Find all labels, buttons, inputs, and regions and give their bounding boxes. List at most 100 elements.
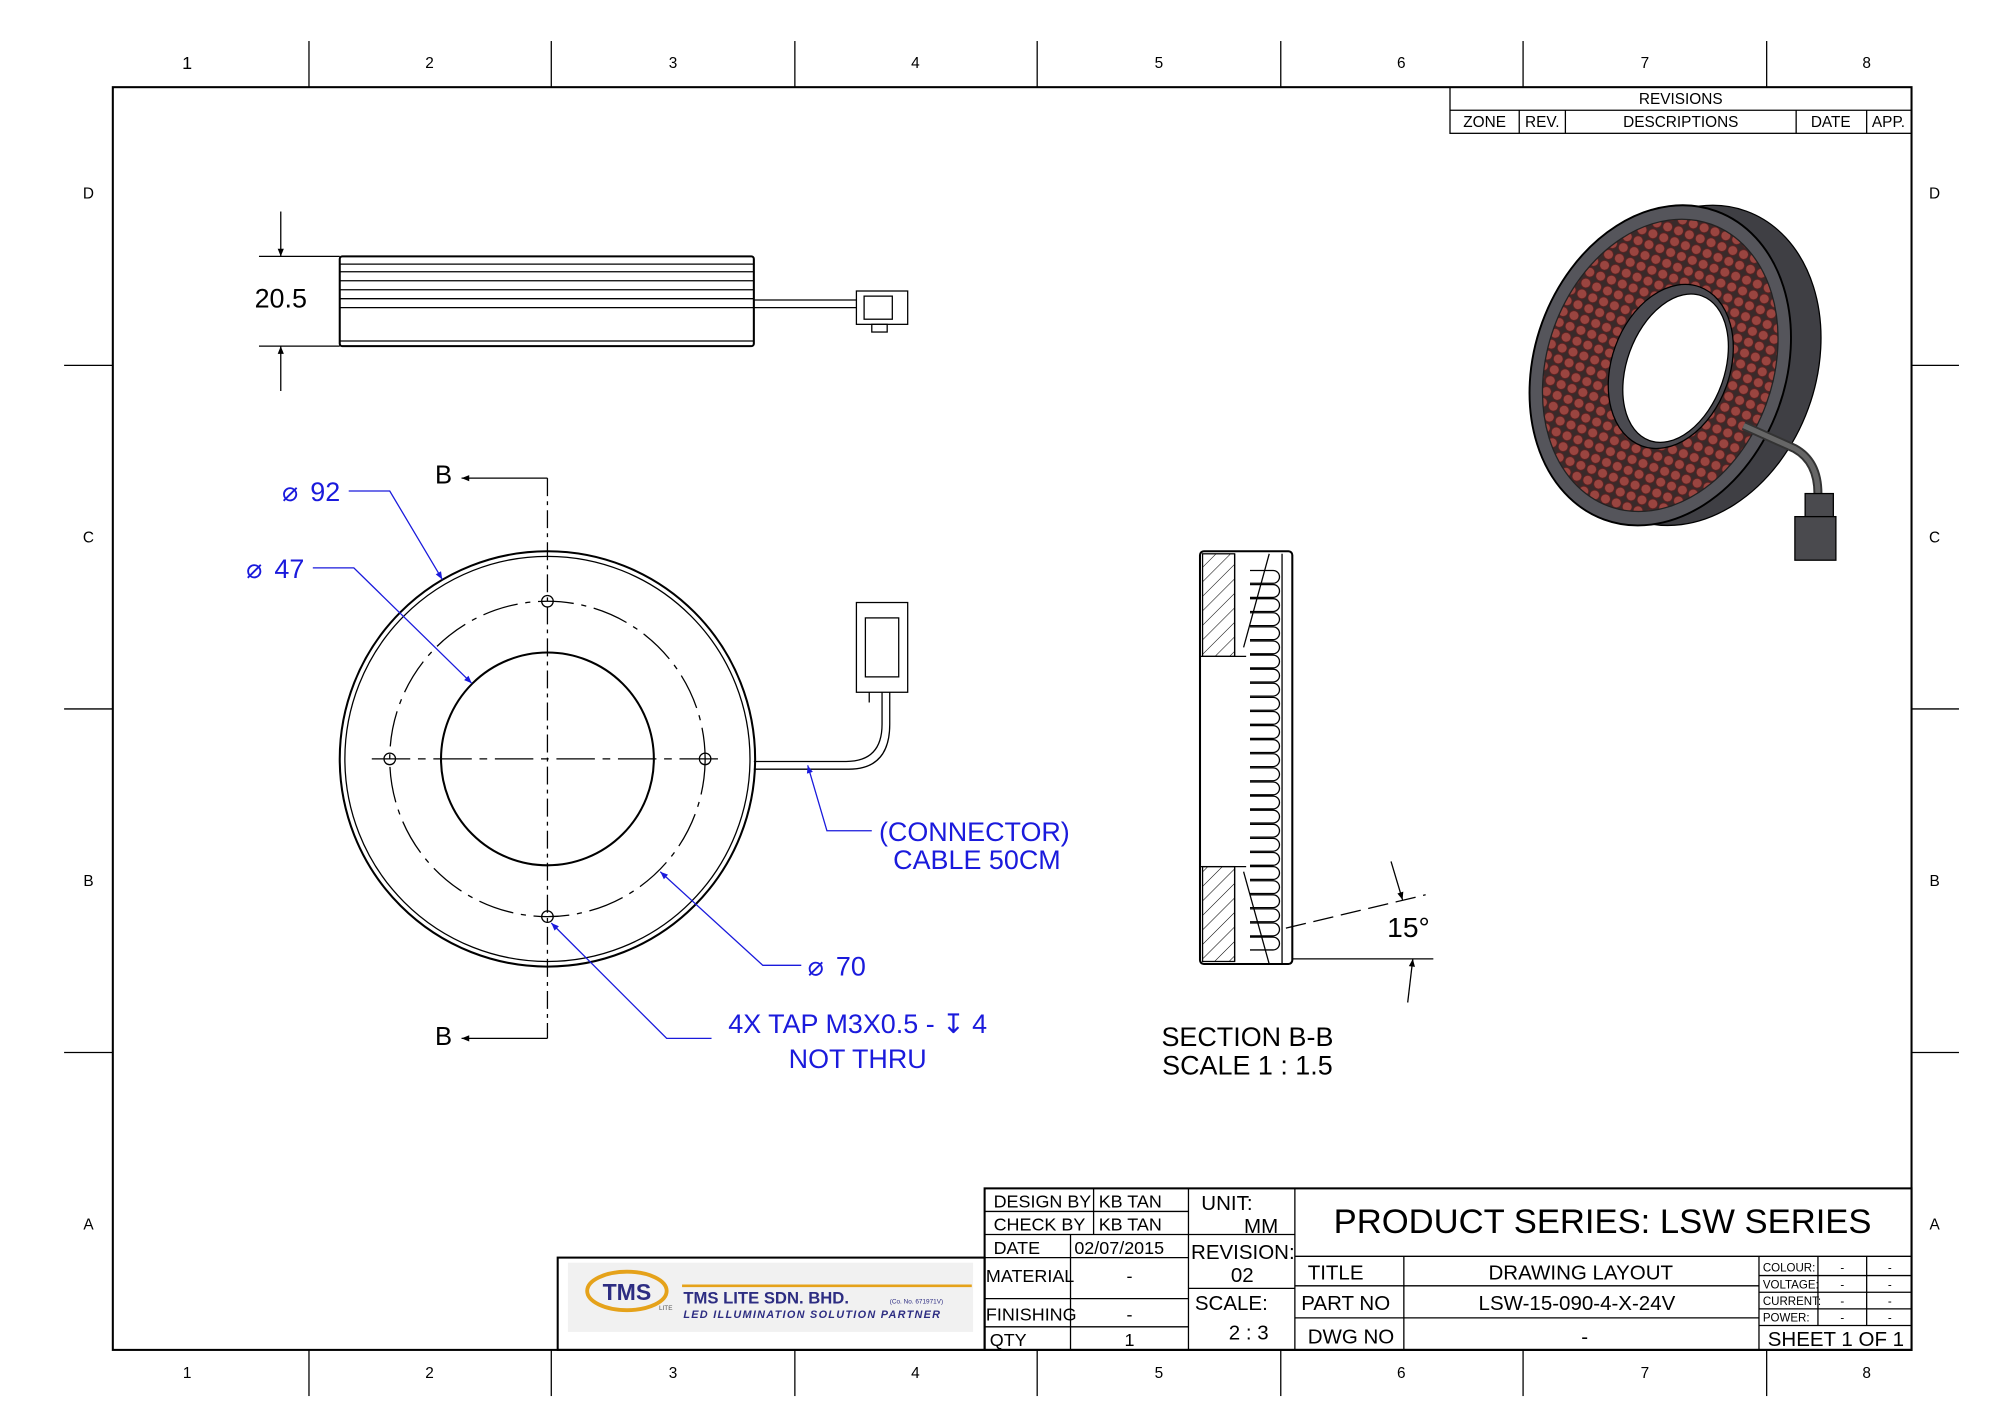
spec-value: - (1888, 1296, 1892, 1308)
led-profile (1250, 739, 1281, 754)
led-profile (1250, 851, 1281, 866)
led-profile (1250, 583, 1281, 599)
material-value: - (1126, 1266, 1132, 1286)
part-no-value: LSW-15-090-4-X-24V (1479, 1292, 1676, 1315)
section-scale: SCALE 1 : 1.5 (1162, 1050, 1333, 1080)
zone-col-label: 3 (669, 1365, 678, 1382)
spec-value: - (1840, 1296, 1844, 1308)
revision-label: REVISION: (1191, 1241, 1295, 1264)
angle-dimension: 15° (1387, 911, 1430, 943)
revision-value: 02 (1231, 1264, 1254, 1287)
zone-col-label: 4 (911, 55, 920, 72)
spec-value: - (1888, 1279, 1892, 1291)
led-profile (1250, 781, 1281, 796)
dia-symbol: ⌀ (246, 554, 262, 584)
dia-inner-dimension: 47 (274, 554, 304, 584)
title-label: TITLE (1308, 1261, 1364, 1284)
zone-col-label: 6 (1397, 55, 1406, 72)
finishing-label: FINISHING (986, 1304, 1077, 1324)
date-value: 02/07/2015 (1074, 1238, 1164, 1258)
spec-label: POWER: (1763, 1313, 1810, 1325)
spec-label: CURRENT: (1763, 1296, 1821, 1308)
scale-label: SCALE: (1195, 1292, 1268, 1315)
check-by-label: CHECK BY (994, 1215, 1086, 1235)
led-profile (1250, 908, 1281, 923)
spec-value: - (1888, 1313, 1892, 1325)
led-profile (1250, 612, 1281, 627)
title-value: DRAWING LAYOUT (1489, 1261, 1674, 1284)
revisions-header: DATE (1811, 114, 1851, 131)
zone-col-label: 8 (1862, 1365, 1871, 1382)
zone-col-label: 7 (1641, 55, 1650, 72)
dia-bolt-circle-dimension: 70 (836, 952, 866, 982)
led-profile (1250, 767, 1281, 782)
zone-col-label: 2 (425, 55, 434, 72)
company-name: TMS LITE SDN. BHD. (683, 1289, 849, 1308)
zone-col-label: 6 (1397, 1365, 1406, 1382)
led-profile (1250, 894, 1281, 909)
material-label: MATERIAL (986, 1266, 1074, 1286)
zone-col-label: 7 (1641, 1365, 1650, 1382)
front-view: B B ⌀ 92 ⌀ 47 ⌀ 70 (CONNECTOR) CABLE 50C… (246, 461, 1070, 1074)
zone-col-label: 8 (1862, 55, 1871, 72)
zone-labels: 1 2 3 4 5 6 7 8 1 2 3 4 5 6 7 8 D C B A … (83, 53, 1941, 1382)
led-profile (1250, 865, 1281, 881)
spec-value: - (1840, 1263, 1844, 1275)
zone-col-label: 2 (425, 1365, 434, 1382)
zone-row-label: D (83, 186, 94, 203)
section-marker-bottom: B (435, 1023, 452, 1051)
dia-outer-dimension: 92 (310, 477, 340, 507)
title-block: TMS LITE TMS LITE SDN. BHD. (Co. No. 671… (556, 1187, 1913, 1351)
spec-label: COLOUR: (1763, 1263, 1815, 1275)
revisions-table: REVISIONS ZONE REV. DESCRIPTIONS DATE AP… (1449, 86, 1913, 134)
led-profile (1250, 626, 1281, 641)
finishing-value: - (1126, 1304, 1132, 1324)
tap-note: 4X TAP M3X0.5 - ↧ 4 (728, 1009, 987, 1039)
spec-value: - (1840, 1313, 1844, 1325)
led-profile (1250, 640, 1281, 655)
logo-sub: LITE (659, 1305, 673, 1312)
zone-col-label: 5 (1155, 1365, 1164, 1382)
product-series: PRODUCT SERIES: LSW SERIES (1334, 1203, 1872, 1241)
led-profile (1250, 837, 1281, 852)
zone-row-label: D (1929, 186, 1940, 203)
date-label: DATE (994, 1238, 1041, 1258)
zone-row-label: A (1929, 1216, 1940, 1233)
revisions-header: DESCRIPTIONS (1623, 114, 1738, 131)
led-profile (1250, 724, 1281, 740)
led-profile (1250, 682, 1281, 697)
dia-symbol: ⌀ (808, 952, 824, 982)
section-view: 15° SECTION B-B SCALE 1 : 1.5 (1161, 550, 1434, 1080)
zone-row-label: B (83, 873, 93, 890)
part-no-label: PART NO (1301, 1292, 1390, 1315)
unit-value: MM (1244, 1215, 1278, 1238)
cable-length-note: CABLE 50CM (893, 845, 1060, 875)
zone-col-label: 1 (183, 1365, 192, 1382)
revisions-header: ZONE (1463, 114, 1506, 131)
led-profile (1250, 654, 1281, 669)
company-logo: TMS LITE TMS LITE SDN. BHD. (Co. No. 671… (567, 1262, 974, 1332)
side-view: 20.5 (255, 211, 909, 391)
zone-col-label: 4 (911, 1365, 920, 1382)
zone-col-label: 3 (669, 55, 678, 72)
led-profile (1250, 922, 1281, 937)
led-profile (1250, 696, 1281, 711)
sheet-number: SHEET 1 OF 1 (1768, 1328, 1904, 1351)
zone-row-label: A (83, 1216, 94, 1233)
spec-label: VOLTAGE: (1763, 1279, 1819, 1291)
zone-col-label: 1 (182, 53, 192, 73)
revisions-header: REV. (1525, 114, 1559, 131)
company-reg: (Co. No. 671971V) (890, 1299, 943, 1306)
dia-symbol: ⌀ (282, 477, 298, 507)
scale-value: 2 : 3 (1229, 1322, 1269, 1345)
height-dimension: 20.5 (255, 284, 307, 314)
tap-note-depth: NOT THRU (789, 1044, 927, 1074)
isometric-view (1528, 204, 1837, 561)
section-title: SECTION B-B (1161, 1022, 1333, 1052)
zone-row-label: B (1929, 873, 1939, 890)
led-profile (1250, 569, 1281, 584)
led-profile (1250, 936, 1281, 951)
qty-label: QTY (990, 1330, 1027, 1350)
company-tagline: LED ILLUMINATION SOLUTION PARTNER (683, 1309, 941, 1321)
